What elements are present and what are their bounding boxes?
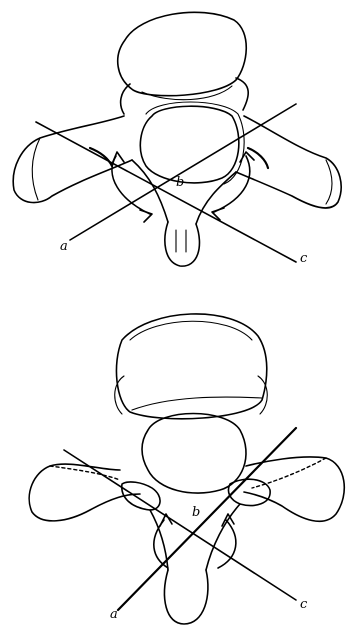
top-body-inner-edge	[142, 86, 232, 100]
top-vertebra	[13, 12, 341, 266]
top-right-process	[236, 78, 248, 110]
top-arrow-right	[214, 156, 250, 212]
bottom-body-rim	[130, 321, 252, 340]
bottom-label-a: a	[110, 607, 118, 622]
bottom-spinous-process	[165, 570, 208, 624]
bottom-left-process-dashed	[50, 466, 120, 480]
bottom-vertebral-body	[116, 314, 266, 419]
top-spinous-detail	[176, 230, 186, 252]
top-arrow-left	[112, 156, 150, 214]
top-spinous-process	[165, 222, 200, 266]
bottom-vertebral-foramen	[142, 414, 246, 494]
top-label-b: b	[176, 175, 184, 190]
top-right-process-tip	[326, 160, 332, 204]
top-left-process-tip	[32, 138, 40, 200]
bottom-label-b: b	[192, 505, 200, 520]
bottom-vertebra	[29, 314, 344, 624]
top-label-c: c	[300, 251, 308, 266]
bottom-body-base	[132, 397, 262, 410]
top-label-a: a	[60, 239, 68, 254]
bottom-right-facet	[228, 479, 270, 505]
top-arrowhead-left-2	[140, 210, 152, 222]
bottom-left-transverse-process	[29, 464, 140, 521]
top-line-c	[36, 122, 296, 262]
bottom-label-c: c	[300, 597, 308, 612]
top-left-process	[121, 84, 130, 114]
top-vertebral-body	[118, 12, 247, 95]
top-vertebral-foramen	[140, 106, 239, 183]
bottom-line-c	[64, 450, 296, 600]
bottom-arrow-right	[218, 520, 236, 568]
